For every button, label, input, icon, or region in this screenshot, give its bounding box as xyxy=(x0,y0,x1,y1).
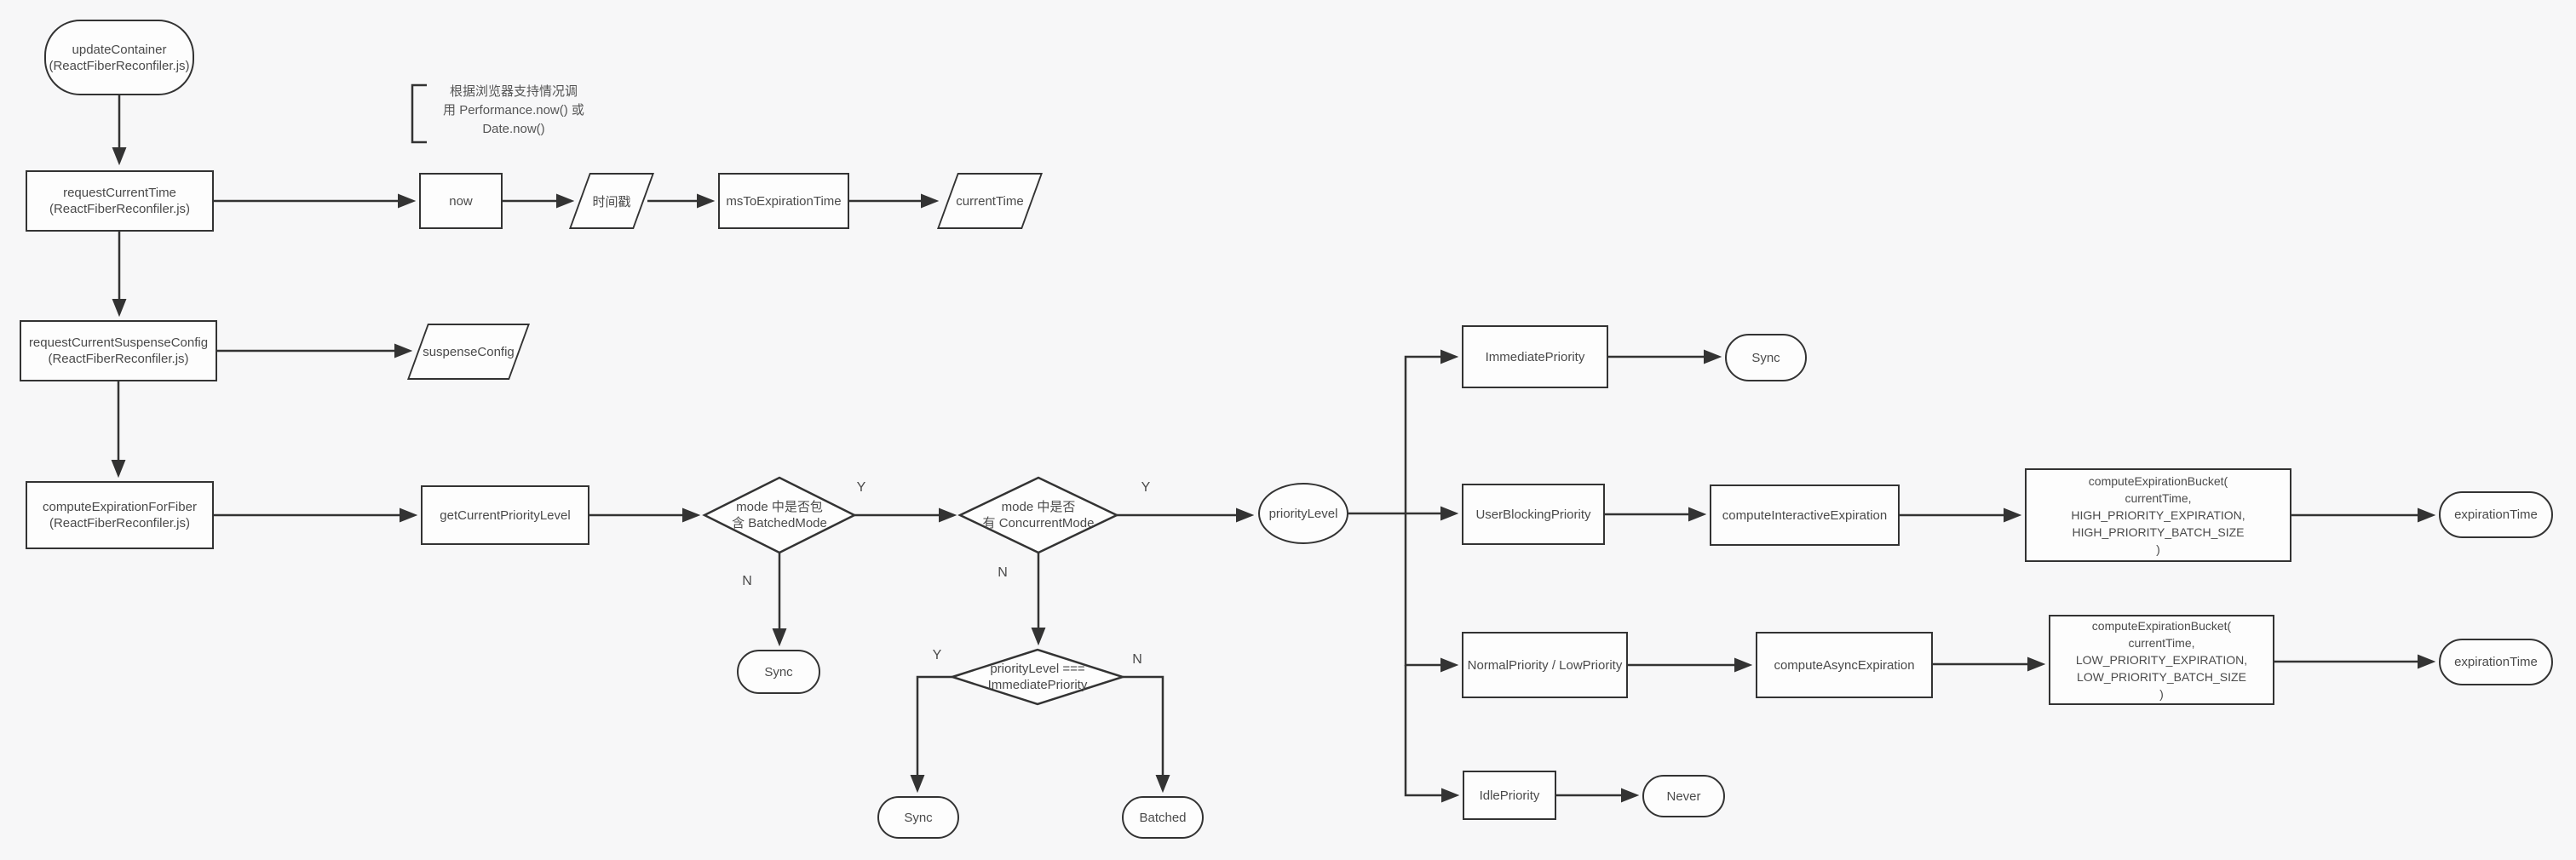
edge-label-yes: Y xyxy=(856,480,866,495)
node-sync-not-batched: Sync xyxy=(737,650,820,694)
edge-label-no: N xyxy=(1132,652,1142,667)
decision-diamond-batched-shape xyxy=(702,476,857,554)
node-immediate-priority: ImmediatePriority xyxy=(1462,325,1608,388)
node-ms-to-expiration-time: msToExpirationTime xyxy=(718,173,849,229)
node-request-current-time: requestCurrentTime (ReactFiberReconfiler… xyxy=(26,170,214,232)
node-never: Never xyxy=(1642,775,1725,817)
node-expiration-time-high: expirationTime xyxy=(2439,491,2553,538)
node-priority-level: priorityLevel xyxy=(1258,483,1348,544)
node-get-current-priority-level: getCurrentPriorityLevel xyxy=(421,485,589,545)
node-update-container: updateContainer (ReactFiberReconfiler.js… xyxy=(44,20,194,95)
decision-diamond-immediate-shape xyxy=(948,648,1127,706)
edge-label-yes: Y xyxy=(932,648,942,662)
decision-diamond-concurrent-shape xyxy=(957,476,1119,554)
node-request-current-suspense-config: requestCurrentSuspenseConfig (ReactFiber… xyxy=(20,320,217,381)
node-current-time: currentTime xyxy=(936,173,1044,229)
node-user-blocking-priority: UserBlockingPriority xyxy=(1462,484,1605,545)
node-sync-immediate: Sync xyxy=(1725,334,1807,381)
node-timestamp: 时间戳 xyxy=(568,173,655,229)
node-compute-expiration-for-fiber: computeExpirationForFiber (ReactFiberRec… xyxy=(26,481,214,549)
comment-bracket xyxy=(411,83,427,144)
edge-label-no: N xyxy=(998,565,1008,580)
node-compute-async-expiration: computeAsyncExpiration xyxy=(1756,632,1933,698)
browser-support-comment: 根据浏览器支持情况调 用 Performance.now() 或 Date.no… xyxy=(443,84,584,136)
node-idle-priority: IdlePriority xyxy=(1463,771,1556,820)
node-batched: Batched xyxy=(1122,796,1204,839)
node-compute-interactive-expiration: computeInteractiveExpiration xyxy=(1710,484,1900,546)
node-now: now xyxy=(419,173,503,229)
node-compute-expiration-bucket-low: computeExpirationBucket( currentTime, LO… xyxy=(2049,615,2274,705)
edge-label-yes: Y xyxy=(1141,480,1151,495)
node-normal-low-priority: NormalPriority / LowPriority xyxy=(1462,632,1628,698)
decision-batched-mode: mode 中是否包 含 BatchedMode xyxy=(732,500,827,530)
decision-immediate-priority: priorityLevel === ImmediatePriority xyxy=(987,662,1088,692)
edge-label-no: N xyxy=(742,574,752,588)
node-suspense-config: suspenseConfig xyxy=(406,324,531,380)
node-sync-immediate-eq: Sync xyxy=(877,796,959,839)
node-expiration-time-low: expirationTime xyxy=(2439,639,2553,685)
node-compute-expiration-bucket-high: computeExpirationBucket( currentTime, HI… xyxy=(2025,468,2291,562)
decision-concurrent-mode: mode 中是否 有 ConcurrentMode xyxy=(982,500,1095,530)
